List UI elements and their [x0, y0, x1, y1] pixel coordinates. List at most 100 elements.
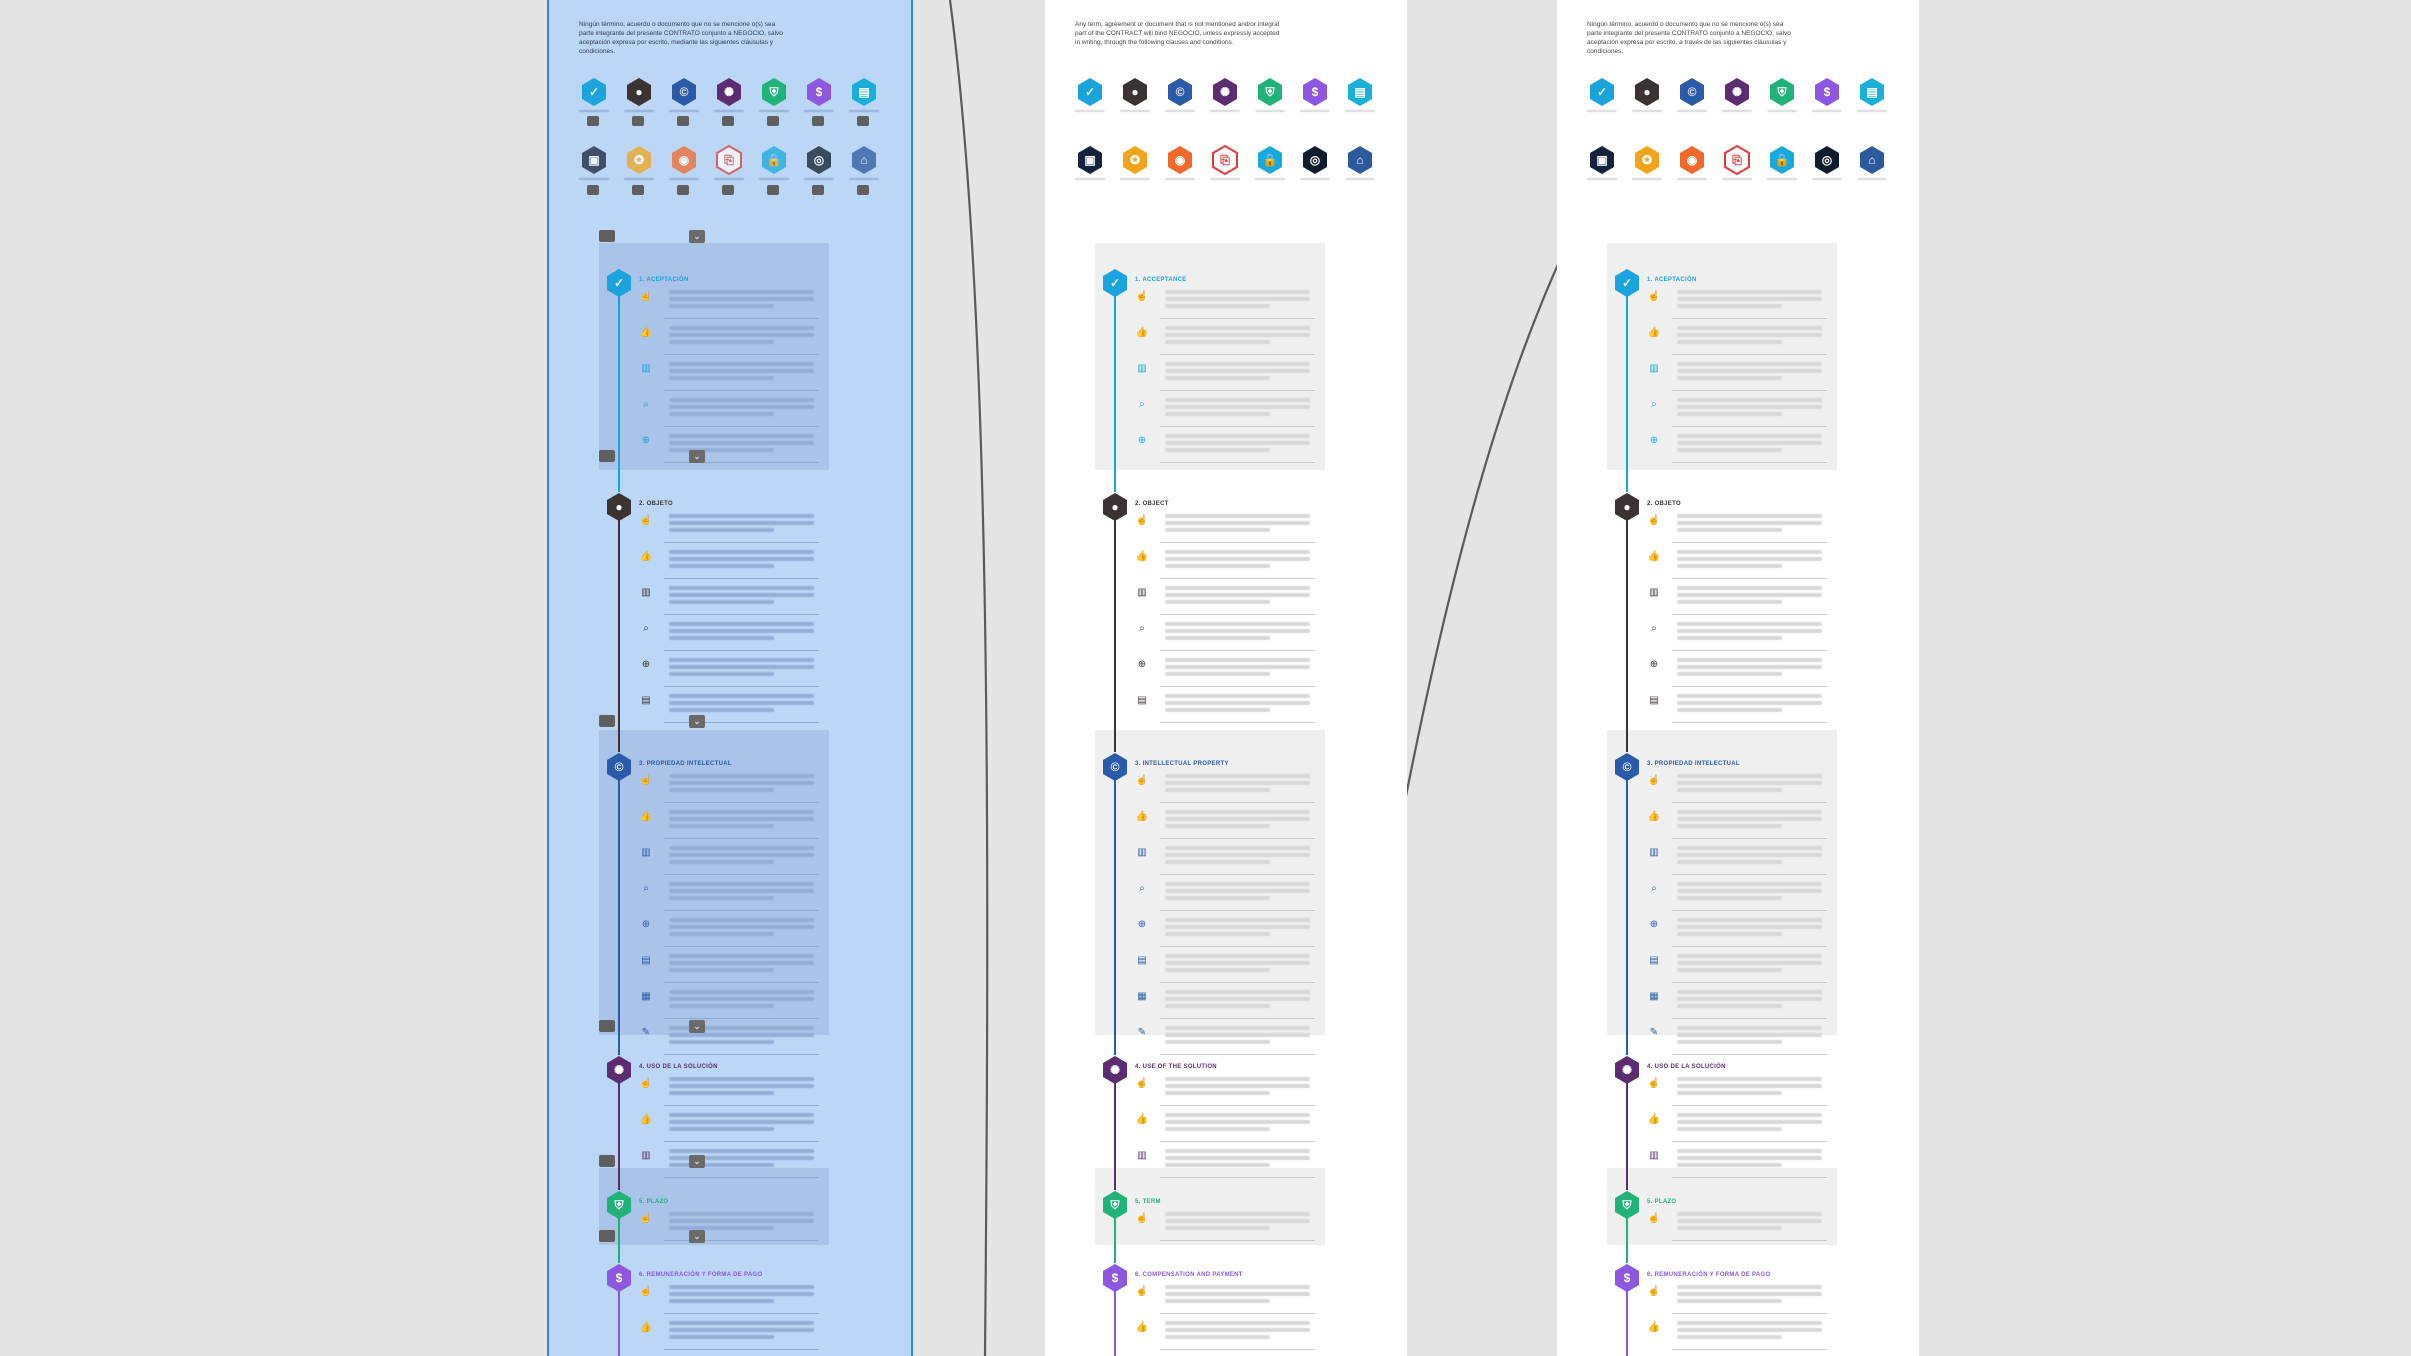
prototype-hotspot-handle[interactable]: ⌄: [689, 1155, 705, 1168]
gear-hex-icon[interactable]: ✺: [714, 77, 744, 107]
prototype-link-dot[interactable]: [587, 116, 599, 126]
check-hex-icon[interactable]: ✓: [579, 77, 609, 107]
lock-hex-icon[interactable]: 🔒: [759, 145, 789, 175]
clause-text: [1165, 636, 1270, 640]
object-hex-icon[interactable]: ●: [624, 77, 654, 107]
artboard-en[interactable]: Any term, agreement or document that is …: [1045, 0, 1407, 1356]
check-hex-icon[interactable]: ✓: [1587, 77, 1617, 107]
medal-hex-icon[interactable]: ✪: [1632, 145, 1662, 175]
object-hex-icon[interactable]: ●: [1632, 77, 1662, 107]
icon-caption: [1805, 178, 1849, 180]
document-hex-icon[interactable]: ▤: [1857, 77, 1887, 107]
icon-caption: [1580, 178, 1624, 180]
lock-hex-icon[interactable]: 🔒: [1255, 145, 1285, 175]
clipboard-hex-icon[interactable]: ⎘: [1722, 145, 1752, 175]
prototype-hotspot-handle[interactable]: [599, 715, 615, 727]
dollar-hex-icon[interactable]: $: [1812, 77, 1842, 107]
shield-hex-icon[interactable]: ⛨: [1255, 77, 1285, 107]
prototype-link-dot[interactable]: [812, 185, 824, 195]
shield-hex-icon[interactable]: ⛨: [1767, 77, 1797, 107]
prototype-link-dot[interactable]: [587, 185, 599, 195]
shield-hex-icon[interactable]: ⛨: [759, 77, 789, 107]
artboard-es-selected[interactable]: Ningún término, acuerdo o documento que …: [547, 0, 913, 1356]
gear-hex-icon[interactable]: ✺: [1722, 77, 1752, 107]
prototype-link-dot[interactable]: [632, 116, 644, 126]
divider: [1160, 650, 1315, 651]
section-timeline: [1626, 283, 1628, 492]
document-hex-icon[interactable]: ▤: [849, 77, 879, 107]
prototype-link-dot[interactable]: [857, 185, 869, 195]
clause-text: [1677, 376, 1782, 380]
section-2-icon: ●: [1100, 492, 1130, 522]
dollar-hex-icon[interactable]: $: [1300, 77, 1330, 107]
eye-hex-icon[interactable]: ◉: [669, 145, 699, 175]
prototype-hotspot-handle[interactable]: ⌄: [689, 1020, 705, 1033]
copyright-hex-icon[interactable]: ©: [1677, 77, 1707, 107]
prototype-link-dot[interactable]: [677, 116, 689, 126]
copyright-hex-icon[interactable]: ©: [1165, 77, 1195, 107]
id-card-hex-icon[interactable]: ▣: [1587, 145, 1617, 175]
prototype-hotspot-handle[interactable]: [599, 230, 615, 242]
section-4-icon: ✺: [604, 1055, 634, 1085]
gear-hex-icon[interactable]: ✺: [1210, 77, 1240, 107]
globe-hex-icon[interactable]: ◎: [804, 145, 834, 175]
prototype-hotspot-handle[interactable]: [599, 1230, 615, 1242]
prototype-hotspot-handle[interactable]: ⌄: [689, 230, 705, 243]
section-title: 3. INTELLECTUAL PROPERTY: [1135, 761, 1229, 767]
icon-caption: [1113, 110, 1157, 112]
medal-hex-icon[interactable]: ✪: [1120, 145, 1150, 175]
section-timeline: [618, 1070, 620, 1190]
prototype-link-dot[interactable]: [632, 185, 644, 195]
prototype-link-dot[interactable]: [767, 116, 779, 126]
medal-hex-icon[interactable]: ✪: [624, 145, 654, 175]
artboard-es[interactable]: Ningún término, acuerdo o documento que …: [1557, 0, 1919, 1356]
clause-icon: ⌕: [1651, 623, 1657, 634]
clause-text: [1677, 918, 1822, 922]
prototype-hotspot-handle[interactable]: [599, 1020, 615, 1032]
clipboard-hex-icon[interactable]: ⎘: [714, 145, 744, 175]
prototype-link-dot[interactable]: [767, 185, 779, 195]
clause-text: [669, 1084, 814, 1088]
globe-hex-icon[interactable]: ◎: [1300, 145, 1330, 175]
clause-icon: ▤: [1137, 955, 1147, 966]
prototype-link-dot[interactable]: [677, 185, 689, 195]
clause-text: [1677, 701, 1822, 705]
clause-icon: 👍: [1135, 1322, 1149, 1333]
bank-hex-icon[interactable]: ⌂: [1345, 145, 1375, 175]
clause-icon: ⊕: [1649, 659, 1659, 670]
section-3-icon: ©: [604, 752, 634, 782]
eye-hex-icon[interactable]: ◉: [1677, 145, 1707, 175]
prototype-hotspot-handle[interactable]: ⌄: [689, 1230, 705, 1243]
prototype-link-dot[interactable]: [722, 116, 734, 126]
lock-hex-icon[interactable]: 🔒: [1767, 145, 1797, 175]
prototype-link-dot[interactable]: [857, 116, 869, 126]
document-hex-icon[interactable]: ▤: [1345, 77, 1375, 107]
prototype-hotspot-handle[interactable]: [599, 1155, 615, 1167]
section-title: 2. OBJETO: [639, 501, 673, 507]
prototype-link-dot[interactable]: [722, 185, 734, 195]
divider: [1672, 390, 1827, 391]
clause-text: [669, 824, 774, 828]
divider: [1672, 1105, 1827, 1106]
clipboard-hex-icon[interactable]: ⎘: [1210, 145, 1240, 175]
globe-hex-icon[interactable]: ◎: [1812, 145, 1842, 175]
bank-hex-icon[interactable]: ⌂: [849, 145, 879, 175]
dollar-hex-icon[interactable]: $: [804, 77, 834, 107]
id-card-hex-icon[interactable]: ▣: [579, 145, 609, 175]
prototype-hotspot-handle[interactable]: ⌄: [689, 715, 705, 728]
clause-text: [669, 1004, 774, 1008]
section-title: 1. ACEPTACIÓN: [1647, 277, 1697, 283]
clause-text: [669, 665, 814, 669]
copyright-hex-icon[interactable]: ©: [669, 77, 699, 107]
prototype-link-dot[interactable]: [812, 116, 824, 126]
divider: [664, 390, 819, 391]
clause-text: [669, 528, 774, 532]
bank-hex-icon[interactable]: ⌂: [1857, 145, 1887, 175]
eye-hex-icon[interactable]: ◉: [1165, 145, 1195, 175]
divider: [1160, 1054, 1315, 1055]
prototype-hotspot-handle[interactable]: [599, 450, 615, 462]
object-hex-icon[interactable]: ●: [1120, 77, 1150, 107]
id-card-hex-icon[interactable]: ▣: [1075, 145, 1105, 175]
check-hex-icon[interactable]: ✓: [1075, 77, 1105, 107]
prototype-hotspot-handle[interactable]: ⌄: [689, 450, 705, 463]
